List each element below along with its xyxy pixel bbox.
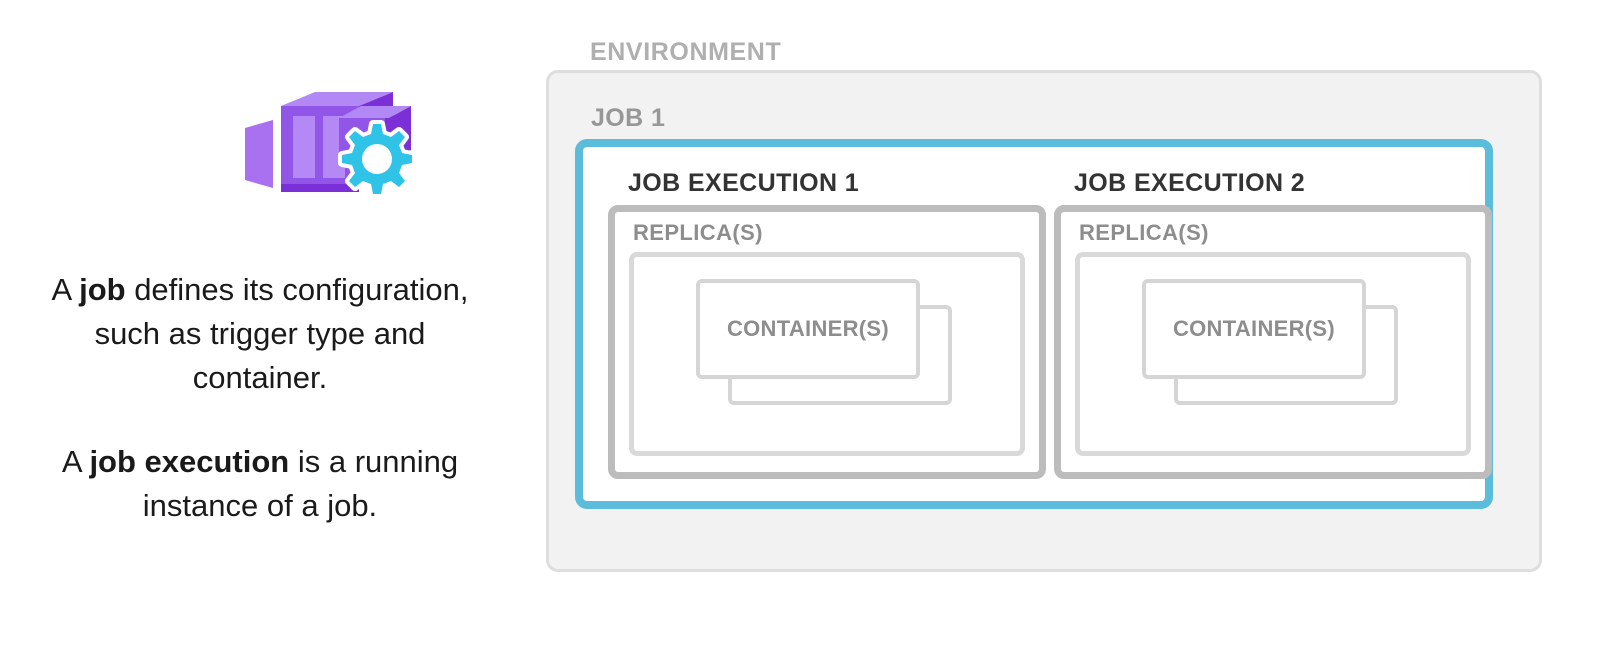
container-label-1: CONTAINER(S) (726, 316, 890, 341)
paragraph-job-execution: A job execution is a running instance of… (40, 440, 480, 528)
job-label: JOB 1 (591, 104, 666, 132)
paragraph-job-execution-suffix: is a running instance of a job. (142, 444, 459, 524)
job-execution-2-frame: REPLICA(S) CONTAINER(S) (1054, 205, 1492, 479)
environment-label: ENVIRONMENT (590, 38, 782, 66)
replica-frame-1: CONTAINER(S) (629, 252, 1025, 456)
paragraph-job-bold: job (79, 272, 126, 307)
container-box-front-1: CONTAINER(S) (696, 279, 920, 379)
container-apps-job-icon (243, 88, 418, 198)
container-label-2: CONTAINER(S) (1172, 316, 1336, 341)
job-execution-2: JOB EXECUTION 2 REPLICA(S) CONTAINER(S) (1054, 169, 1492, 479)
environment-box: JOB 1 JOB EXECUTION 1 REPLICA(S) CONTAIN… (546, 70, 1542, 572)
job-execution-1: JOB EXECUTION 1 REPLICA(S) CONTAINER(S) (608, 169, 1046, 479)
paragraph-job-execution-prefix: A (61, 444, 90, 480)
job-execution-2-title: JOB EXECUTION 2 (1074, 169, 1306, 197)
explanation-text: A job defines its configuration, such as… (40, 268, 480, 528)
paragraph-job-suffix: defines its configuration, such as trigg… (94, 272, 469, 396)
paragraph-job-prefix: A (51, 272, 80, 307)
replica-label-2: REPLICA(S) (1079, 220, 1209, 245)
container-box-front-2: CONTAINER(S) (1142, 279, 1366, 379)
job-box: JOB EXECUTION 1 REPLICA(S) CONTAINER(S) … (575, 139, 1493, 509)
paragraph-job: A job defines its configuration, such as… (40, 268, 480, 400)
job-execution-1-title: JOB EXECUTION 1 (628, 169, 860, 197)
replica-frame-2: CONTAINER(S) (1075, 252, 1471, 456)
replica-label-1: REPLICA(S) (633, 220, 763, 245)
paragraph-job-execution-bold: job execution (89, 444, 290, 480)
job-execution-1-frame: REPLICA(S) CONTAINER(S) (608, 205, 1046, 479)
explanation-panel: A job defines its configuration, such as… (0, 0, 520, 646)
